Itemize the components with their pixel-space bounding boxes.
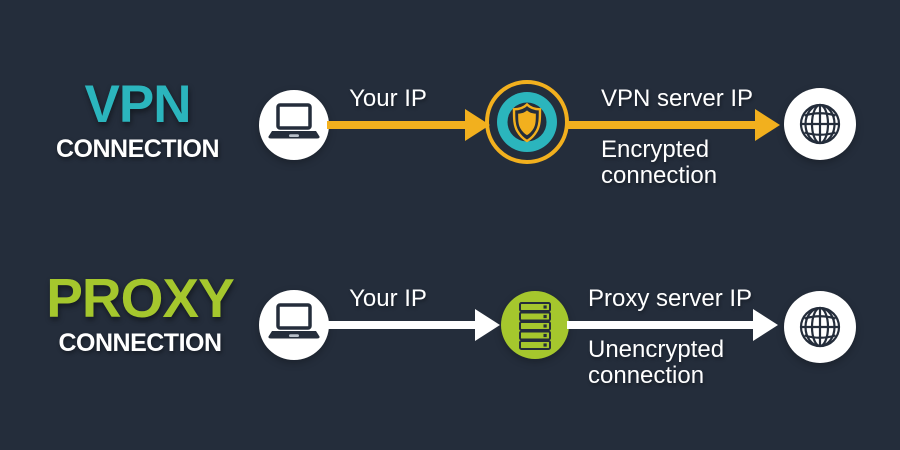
proxy-arrow-right-icon-left — [475, 309, 500, 341]
vpn-connection-line-right — [565, 121, 757, 129]
vpn-server-node — [483, 78, 571, 166]
vpn-row: VPN CONNECTION Your IP — [0, 0, 900, 220]
vpn-connection-type-label: Encrypted connection — [601, 137, 717, 189]
proxy-row: PROXY CONNECTION Your IP — [0, 220, 900, 450]
vpn-connection-type-line1: Encrypted — [601, 136, 710, 163]
server-icon — [501, 291, 569, 359]
vpn-internet-node — [784, 88, 856, 160]
proxy-title: PROXY — [46, 267, 235, 329]
proxy-arrow-right-icon-right — [753, 309, 778, 341]
vpn-your-ip-label: Your IP — [349, 85, 427, 112]
proxy-internet-node — [784, 291, 856, 363]
proxy-source-device — [259, 290, 329, 360]
laptop-icon — [259, 290, 329, 360]
proxy-connection-type-line1: Unencrypted — [588, 336, 725, 363]
laptop-icon — [259, 90, 329, 160]
proxy-connection-type-label: Unencrypted connection — [588, 337, 724, 389]
proxy-title-block: PROXY CONNECTION — [25, 267, 255, 358]
proxy-connection-line-right — [567, 321, 755, 329]
vpn-connection-line-left — [327, 121, 467, 129]
proxy-subtitle: CONNECTION — [58, 329, 222, 358]
vpn-source-device — [259, 90, 329, 160]
vpn-server-ip-label: VPN server IP — [601, 85, 754, 112]
vpn-connection-type-line2: connection — [601, 162, 718, 189]
proxy-server-ip-label: Proxy server IP — [588, 285, 753, 312]
vpn-title-block: VPN CONNECTION — [30, 75, 245, 164]
globe-icon — [784, 88, 856, 160]
proxy-connection-line-left — [327, 321, 477, 329]
proxy-server-node — [501, 291, 569, 359]
globe-icon — [784, 291, 856, 363]
proxy-connection-type-line2: connection — [588, 362, 705, 389]
vpn-arrow-right-icon-right — [755, 109, 780, 141]
proxy-your-ip-label: Your IP — [349, 285, 427, 312]
vpn-subtitle: CONNECTION — [55, 135, 220, 164]
shield-icon — [483, 78, 571, 166]
vpn-title: VPN — [84, 75, 192, 134]
